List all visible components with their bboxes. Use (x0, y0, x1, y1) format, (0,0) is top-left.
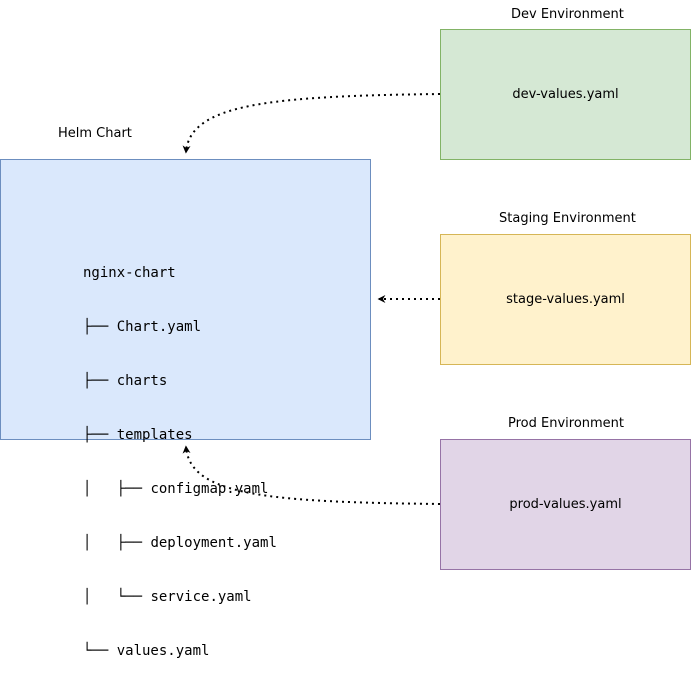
tree-item: │ ├── configmap.yaml (83, 480, 277, 498)
tree-branch: │ └── (83, 589, 151, 605)
tree-item-name: templates (116, 427, 193, 443)
tree-item: ├── templates (83, 426, 277, 444)
tree-item: ├── charts (83, 372, 277, 390)
tree-item-name: configmap.yaml (150, 481, 269, 497)
prod-values-label: prod-values.yaml (509, 497, 622, 512)
helm-chart-box[interactable]: nginx-chart ├── Chart.yaml ├── charts ├─… (0, 159, 371, 659)
tree-branch: │ ├── (83, 535, 151, 551)
staging-environment-title: Staging Environment (499, 211, 636, 226)
tree-branch: ├── (83, 427, 117, 443)
tree-item: │ ├── deployment.yaml (83, 534, 277, 552)
stage-values-label: stage-values.yaml (506, 292, 625, 307)
tree-item-name: charts (116, 373, 168, 389)
tree-item-name: service.yaml (150, 589, 252, 605)
tree-branch: │ ├── (83, 481, 151, 497)
prod-values-box[interactable]: prod-values.yaml (440, 439, 691, 570)
dev-values-box[interactable]: dev-values.yaml (440, 29, 691, 160)
tree-item-name: values.yaml (116, 643, 210, 659)
helm-chart-title: Helm Chart (58, 126, 132, 141)
dev-to-helm-arrow (182, 93, 441, 154)
prod-environment-title: Prod Environment (508, 416, 625, 431)
tree-item-name: Chart.yaml (116, 319, 202, 335)
tree-item-name: nginx-chart (83, 265, 176, 281)
tree-branch: ├── (83, 373, 117, 389)
tree-item: nginx-chart (83, 264, 277, 282)
dev-values-label: dev-values.yaml (512, 87, 619, 102)
tree-branch: └── (83, 643, 117, 659)
tree-item: └── values.yaml (83, 642, 277, 660)
tree-item-name: deployment.yaml (150, 535, 277, 551)
tree-item: │ └── service.yaml (83, 588, 277, 606)
tree-branch: ├── (83, 319, 117, 335)
prod-to-helm-arrow (182, 445, 441, 505)
dev-environment-title: Dev Environment (511, 7, 624, 22)
tree-item: ├── Chart.yaml (83, 318, 277, 336)
connector-layer (182, 93, 441, 505)
